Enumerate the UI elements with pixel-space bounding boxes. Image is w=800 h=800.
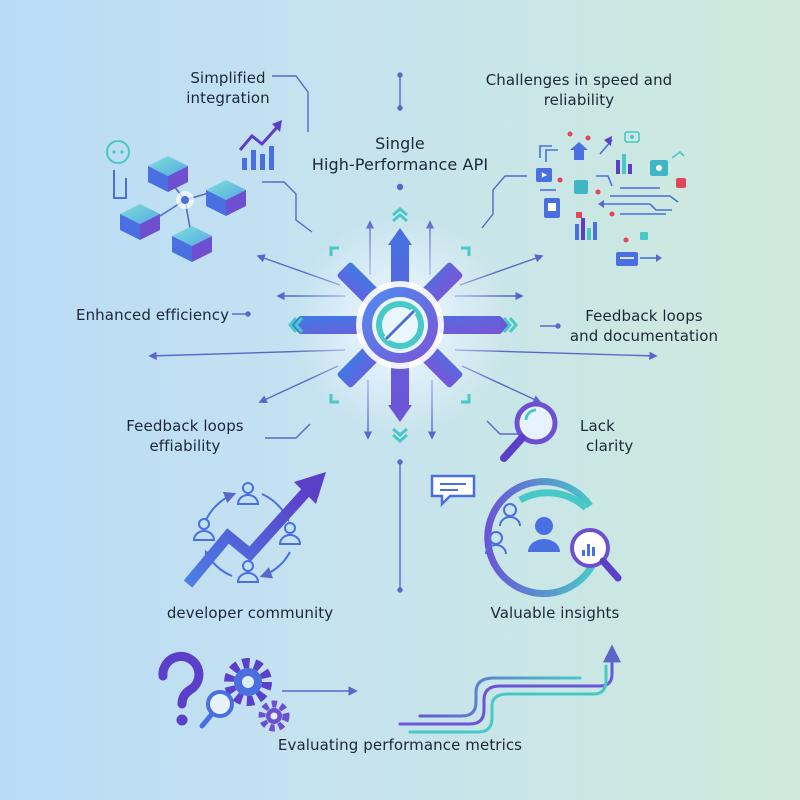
label-challenges: Challenges in speed and reliability [474,70,684,110]
label-valuable-insights: Valuable insights [490,604,620,622]
label-feedback-eff-line1: Feedback loops [126,417,244,435]
cube-network-icon [106,140,246,262]
question-mark-icon [158,652,204,726]
label-feedback-doc-line2: and documentation [569,327,719,345]
hub-title-line2: High-Performance API [311,155,489,174]
label-feedback-doc-line1: Feedback loops [585,307,703,325]
label-feedback-effiability: Feedback loops effiability [110,416,260,456]
central-hub-icon [288,207,518,443]
gears-icon [199,658,358,732]
label-lack-clarity: Lack clarity [580,416,633,456]
hub-title: Single High-Performance API [300,133,500,175]
magnifier-icon [500,401,558,462]
label-enhanced-efficiency: Enhanced efficiency [76,306,230,324]
label-challenges-line2: reliability [543,91,615,109]
chat-bubble-icon [430,474,476,508]
flow-path-icon [398,644,621,734]
growth-arrow-icon [183,472,326,588]
label-simplified-line2: integration [186,89,270,107]
label-simplified-integration: Simplified integration [168,68,288,108]
hub-title-line1: Single [375,134,425,153]
label-developer-community: developer community [166,604,334,622]
bar-chart-up-icon [238,120,282,170]
label-feedback-eff-line2: effiability [149,437,221,455]
user-insight-icon [484,478,622,597]
label-simplified-line1: Simplified [190,69,266,87]
connector-lines [232,72,561,593]
label-lack-line1: Lack [580,417,615,435]
label-evaluating-metrics: Evaluating performance metrics [277,736,523,754]
label-lack-line2: clarity [586,437,634,455]
people-cycle-icon [192,482,302,583]
label-challenges-line1: Challenges in speed and [485,71,673,89]
dashboard-cluster-icon [536,131,686,266]
label-feedback-documentation: Feedback loops and documentation [564,306,724,346]
